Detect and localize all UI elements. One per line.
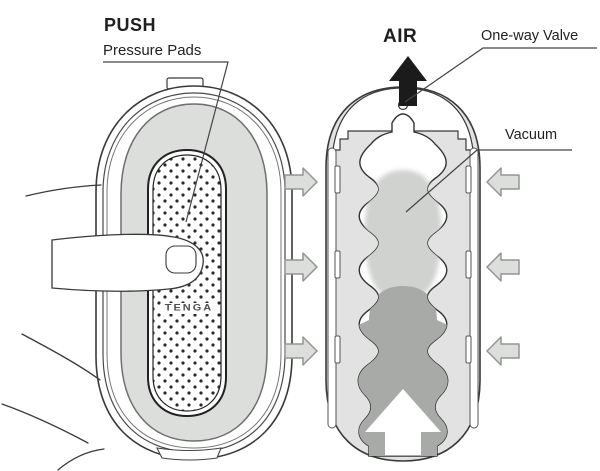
push-arrow-right-icon bbox=[284, 167, 318, 197]
air-arrow-icon bbox=[389, 56, 427, 106]
push-arrow-left-icon bbox=[486, 167, 520, 197]
hand-lower-curve-2 bbox=[1, 403, 89, 444]
vacuum-chamber bbox=[364, 170, 442, 303]
index-finger bbox=[51, 233, 204, 292]
compression-arrows bbox=[284, 167, 520, 366]
hand-upper-edge bbox=[25, 184, 102, 197]
device-base-foot bbox=[156, 447, 222, 461]
side-pad-bump bbox=[465, 335, 472, 364]
side-pad-bump bbox=[334, 165, 341, 194]
side-pad-bump bbox=[334, 335, 341, 364]
side-pads bbox=[327, 147, 479, 429]
air-label: AIR bbox=[383, 26, 418, 47]
cross-section-device bbox=[325, 86, 481, 462]
air-flow-up-arrow-icon bbox=[365, 389, 441, 455]
side-pad-bump bbox=[465, 250, 472, 279]
device-inner-ring-2 bbox=[106, 96, 282, 449]
one-way-valve-leader-line bbox=[404, 47, 597, 103]
side-pad-right bbox=[469, 147, 479, 429]
hand-lower-curve-3 bbox=[57, 448, 105, 471]
fingernail bbox=[165, 245, 197, 274]
side-pad-left bbox=[327, 147, 337, 429]
side-pad-bump bbox=[334, 250, 341, 279]
brand-logo: TENGA bbox=[160, 302, 218, 315]
push-label: PUSH bbox=[104, 15, 157, 35]
push-arrow-left-icon bbox=[486, 336, 520, 366]
insertion-channel-dark bbox=[358, 286, 448, 456]
push-arrow-right-icon bbox=[284, 336, 318, 366]
push-arrow-left-icon bbox=[486, 252, 520, 282]
leader-lines bbox=[103, 47, 597, 223]
vacuum-leader-line bbox=[405, 149, 572, 213]
pressing-hand bbox=[1, 184, 204, 471]
pressure-pads-label: Pressure Pads bbox=[103, 42, 202, 59]
side-pad-bump bbox=[465, 165, 472, 194]
hand-lower-curve-1 bbox=[21, 333, 101, 381]
pressure-pads-leader-line bbox=[103, 61, 229, 223]
push-arrow-right-icon bbox=[284, 252, 318, 282]
vacuum-label: Vacuum bbox=[505, 127, 558, 143]
one-way-valve-label: One-way Valve bbox=[481, 28, 579, 44]
